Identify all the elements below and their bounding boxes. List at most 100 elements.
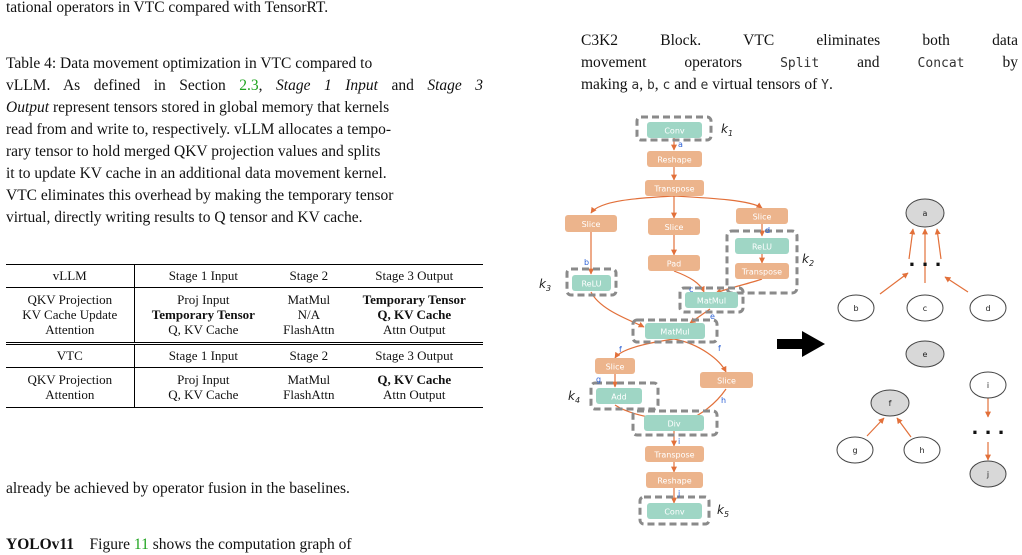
ellipsis-dots: . . . <box>908 250 941 271</box>
svg-text:Slice: Slice <box>582 220 601 229</box>
pad-node: Pad <box>648 255 700 271</box>
svg-text:Div: Div <box>667 420 680 429</box>
svg-text:i: i <box>987 381 989 390</box>
svg-text:h: h <box>919 446 924 455</box>
table-header-cell: Stage 2 <box>289 348 329 363</box>
table-cell: MatMul <box>287 372 331 387</box>
caption-line: rary tensor to hold merged QKV projectio… <box>6 143 381 160</box>
body-text-line: already be achieved by operator fusion i… <box>6 480 350 497</box>
svg-text:Transpose: Transpose <box>653 185 694 194</box>
relu-left-node: ReLU <box>572 275 611 291</box>
tensor-node-g: g <box>836 436 874 464</box>
edge-label-d: d <box>765 226 770 235</box>
svg-text:MatMul: MatMul <box>660 328 689 337</box>
graph-edge <box>673 270 705 293</box>
kernel-box-k5 <box>638 495 711 526</box>
table-cell: Q, KV Cache <box>133 322 273 344</box>
table-cell: Attention <box>45 387 95 402</box>
svg-text:Transpose: Transpose <box>653 451 694 460</box>
figure-caption-line: movement operators Split and Concat by <box>581 54 1018 71</box>
caption-line: vLLM. As defined in Section 2.3, Stage 1… <box>6 77 484 94</box>
tensor-edge <box>866 417 885 437</box>
table-cell: Proj Input <box>133 287 273 307</box>
body-text-line: tational operators in VTC compared with … <box>6 0 329 16</box>
edge-label-f1: f <box>619 345 622 354</box>
slice-left-node: Slice <box>565 215 617 232</box>
table-cell: Temporary Tensor <box>362 292 466 307</box>
tensor-node-j: j <box>969 460 1007 488</box>
conv-bottom-node: Conv <box>647 503 702 519</box>
table-cell: Q, KV Cache <box>133 387 273 408</box>
slice-b1-node: Slice <box>595 358 635 374</box>
table-cell: Attention <box>45 322 95 337</box>
graph-edge <box>590 195 675 214</box>
kernel-box-matmul1 <box>678 286 745 314</box>
kernel-box-div <box>631 409 719 437</box>
ellipsis-dots: . . . <box>971 418 1004 439</box>
transpose-right-node: Transpose <box>735 263 789 279</box>
table-header-cell: Stage 1 Input <box>133 264 273 288</box>
svg-text:e: e <box>923 350 928 359</box>
tensor-node-c: c <box>906 294 944 322</box>
figure-caption-line: making a, b, c and e virtual tensors of … <box>581 76 833 93</box>
caption-line: VTC eliminates this overhead by making t… <box>6 187 394 204</box>
table-row: QKV Projection Proj Input MatMul Tempora… <box>6 287 483 307</box>
svg-text:Conv: Conv <box>664 508 685 517</box>
tensor-node-b: b <box>837 294 875 322</box>
conv-top-node: Conv <box>647 122 702 138</box>
table-cell: FlashAttn <box>283 387 335 402</box>
table-header-row: VTC Stage 1 Input Stage 2 Stage 3 Output <box>6 343 483 368</box>
table-cell: Q, KV Cache <box>377 372 452 387</box>
svg-text:Reshape: Reshape <box>657 156 691 165</box>
table-header-cell: vLLM <box>52 268 87 283</box>
edge-label-f2: f <box>718 344 721 353</box>
svg-text:Reshape: Reshape <box>657 477 691 486</box>
kernel-label-k5: k5 <box>717 503 729 519</box>
svg-text:a: a <box>923 209 928 218</box>
edge-label-b: b <box>584 258 589 267</box>
svg-text:d: d <box>985 304 990 313</box>
add-node: Add <box>596 388 642 404</box>
svg-text:Add: Add <box>611 393 627 402</box>
caption-line: Output represent tensors stored in globa… <box>6 99 390 116</box>
tensor-edge <box>934 228 942 260</box>
tensor-node-f: f <box>870 389 910 417</box>
table-row: QKV Projection Proj Input MatMul Q, KV C… <box>6 367 483 387</box>
kernel-box-k2 <box>725 229 799 295</box>
svg-text:c: c <box>923 304 927 313</box>
table-row: Attention Q, KV Cache FlashAttn Attn Out… <box>6 387 483 408</box>
table-cell: Temporary Tensor <box>133 307 273 322</box>
svg-text:MatMul: MatMul <box>697 297 726 306</box>
matmul-2-node: MatMul <box>645 323 705 339</box>
tensor-node-d: d <box>969 294 1007 322</box>
edge-label-g: g <box>596 375 601 384</box>
svg-text:Slice: Slice <box>717 377 736 386</box>
table-cell: N/A <box>297 307 321 322</box>
relu-right-node: ReLU <box>735 238 789 254</box>
table-cell: KV Cache Update <box>22 307 118 322</box>
table-cell: QKV Projection <box>27 292 113 307</box>
table-header-row: vLLM Stage 1 Input Stage 2 Stage 3 Outpu… <box>6 264 483 288</box>
section-ref-link[interactable]: 2.3 <box>239 77 259 94</box>
tensor-node-e: e <box>905 340 945 368</box>
kernel-label-k3: k3 <box>539 277 551 293</box>
tensor-node-a: a <box>905 198 945 228</box>
edge-label-c: c <box>689 285 693 294</box>
kernel-box-k3 <box>565 267 618 297</box>
graph-edge <box>590 291 645 328</box>
caption-line: virtual, directly writing results to Q t… <box>6 209 363 226</box>
slice-mid-node: Slice <box>648 218 700 235</box>
svg-text:ReLU: ReLU <box>581 280 601 289</box>
table-header-cell: VTC <box>56 348 83 363</box>
data-movement-table: vLLM Stage 1 Input Stage 2 Stage 3 Outpu… <box>6 264 483 408</box>
table-header-cell: Stage 1 Input <box>133 343 273 368</box>
slice-b2-node: Slice <box>700 372 753 388</box>
edge-label-a: a <box>678 140 683 149</box>
edge-label-e: e <box>710 312 715 321</box>
div-node: Div <box>644 415 704 431</box>
svg-text:Conv: Conv <box>664 127 685 136</box>
svg-text:b: b <box>853 304 858 313</box>
table-cell: MatMul <box>287 292 331 307</box>
graph-edge <box>673 195 763 209</box>
